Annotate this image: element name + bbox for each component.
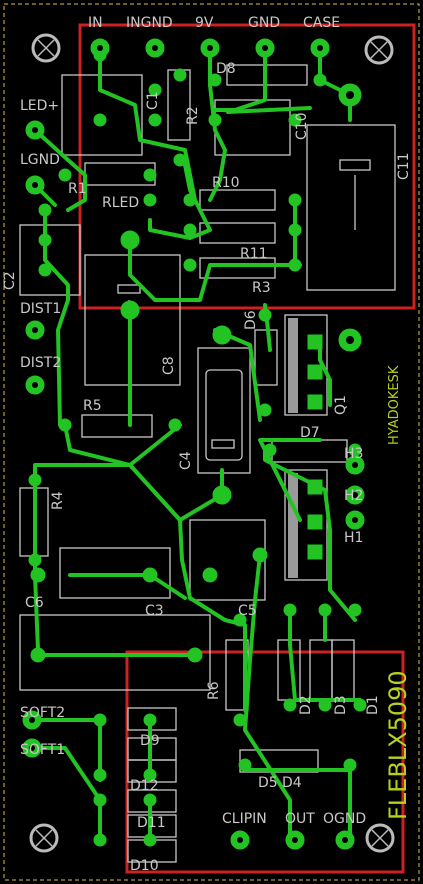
pad-holes	[29, 45, 358, 843]
designator-r5: R5	[83, 398, 102, 414]
label-h1: H1	[344, 530, 363, 546]
connector-labels-left: LED+ LGND DIST1 DIST2 SOFT2 SOFT1	[20, 98, 65, 758]
designator-d8: D8	[216, 61, 236, 77]
highlight-top	[78, 23, 416, 310]
designator-q1: Q1	[333, 395, 349, 415]
designator-d12: D12	[130, 778, 159, 794]
label-ognd: OGND	[323, 811, 366, 827]
board-id-text: FLEBLX5090	[384, 670, 412, 820]
designator-c6: C6	[25, 595, 44, 611]
designator-c5: C5	[238, 603, 257, 619]
designator-c8: C8	[161, 356, 177, 375]
designator-c3: C3	[145, 603, 164, 619]
connector-labels-right: H3 H2 H1	[344, 446, 363, 546]
board-outline	[3, 3, 420, 881]
label-led-plus: LED+	[20, 98, 59, 114]
label-in: IN	[88, 15, 103, 31]
traces	[30, 46, 362, 842]
pads	[22, 38, 367, 850]
designator-c11: C11	[396, 152, 412, 180]
designator-r10: R10	[212, 175, 240, 191]
label-h2: H2	[344, 488, 363, 504]
cap-markings	[117, 159, 371, 461]
designator-rled: RLED	[102, 195, 139, 211]
label-h3: H3	[344, 446, 363, 462]
mounting-hole	[29, 33, 395, 853]
designator-c2: C2	[2, 271, 18, 290]
designator-r3: R3	[252, 280, 271, 296]
designator-d10: D10	[130, 858, 159, 874]
label-9v: 9V	[195, 15, 214, 31]
designator-r2: R2	[185, 106, 201, 125]
designator-r6: R6	[206, 681, 222, 700]
label-dist1: DIST1	[20, 301, 61, 317]
label-ingnd: INGND	[126, 15, 173, 31]
designator-d4: D4	[282, 775, 302, 791]
designator-r4: R4	[50, 491, 66, 510]
designator-d7: D7	[300, 425, 320, 441]
label-gnd: GND	[248, 15, 280, 31]
designator-r11: R11	[240, 246, 268, 262]
label-dist2: DIST2	[20, 355, 61, 371]
label-soft2: SOFT2	[20, 705, 65, 721]
part-designators: R1 R2 R3 R4 R5 R6 R10 R11 RLED C1 C2 C3 …	[2, 61, 412, 874]
designator-d6: D6	[243, 310, 259, 330]
label-out: OUT	[285, 811, 315, 827]
designator-d3: D3	[333, 695, 349, 715]
label-soft1: SOFT1	[20, 742, 65, 758]
designator-c10: C10	[294, 112, 310, 140]
label-case: CASE	[303, 15, 340, 31]
designator-d1: D1	[365, 695, 381, 715]
q1-body	[288, 318, 298, 413]
designator-c1: C1	[145, 91, 161, 110]
designator-d2: D2	[298, 695, 314, 715]
designator-c4: C4	[178, 451, 194, 470]
designator-d5: D5	[258, 775, 278, 791]
label-lgnd: LGND	[20, 152, 60, 168]
highlight-bottom	[125, 650, 405, 874]
connector-labels-top: IN INGND 9V GND CASE	[88, 15, 340, 31]
designer-text: HYADOKESK	[387, 365, 402, 445]
connector-labels-bottom: CLIPIN OUT OGND	[222, 811, 366, 827]
designator-d9: D9	[140, 733, 160, 749]
q2-body	[288, 473, 298, 578]
designator-r1: R1	[68, 181, 87, 197]
designator-d11: D11	[137, 815, 166, 831]
label-clipin: CLIPIN	[222, 811, 267, 827]
